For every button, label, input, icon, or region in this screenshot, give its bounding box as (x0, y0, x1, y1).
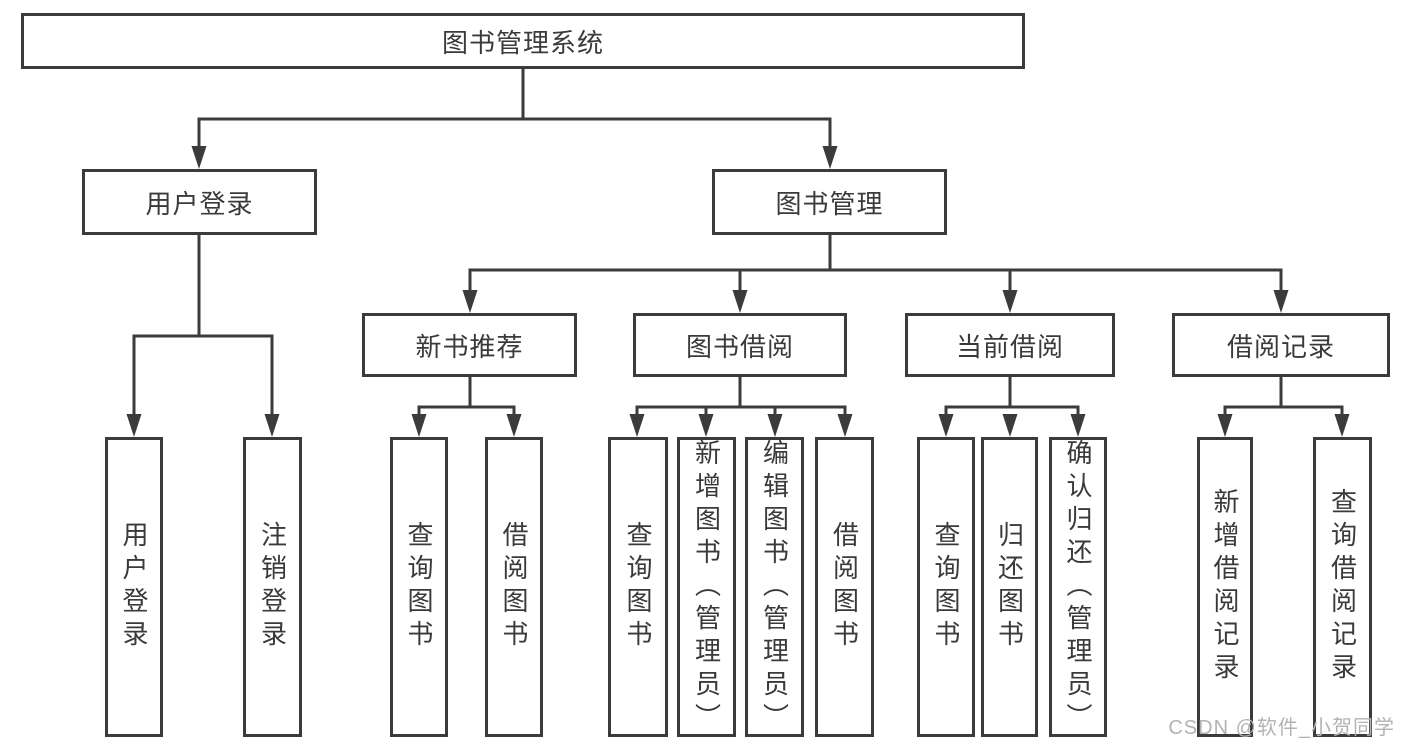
node-user-login-label: 用户登录 (145, 188, 254, 219)
node-borrow-records: 借阅记录 (1172, 313, 1390, 377)
leaf-logout: 注销登录 (243, 437, 302, 737)
connector-newbooks-to-leaves (417, 377, 516, 418)
leaf-nb-query-label: 查询图书 (404, 521, 434, 653)
node-user-login: 用户登录 (82, 169, 317, 235)
node-borrow-records-label: 借阅记录 (1226, 331, 1335, 362)
node-root: 图书管理系统 (21, 13, 1025, 69)
leaf-bb-edit-label: 编辑图书（管理员） (759, 438, 790, 736)
leaf-nb-borrow: 借阅图书 (485, 437, 543, 737)
leaf-bb-query-label: 查询图书 (623, 521, 653, 653)
leaf-bb-borrow-label: 借阅图书 (829, 521, 860, 653)
leaf-cb-confirm: 确认归还（管理员） (1049, 437, 1107, 737)
connector-bookborrow-to-leaves (635, 377, 847, 418)
leaf-bb-query: 查询图书 (608, 437, 668, 737)
node-new-books: 新书推荐 (362, 313, 577, 377)
node-book-borrow: 图书借阅 (633, 313, 847, 377)
leaf-br-add: 新增借阅记录 (1197, 437, 1253, 737)
leaf-bb-edit: 编辑图书（管理员） (745, 437, 804, 737)
leaf-bb-add: 新增图书（管理员） (677, 437, 736, 737)
leaf-br-query-label: 查询借阅记录 (1327, 488, 1358, 686)
node-book-borrow-label: 图书借阅 (685, 331, 794, 362)
node-current-borrow-label: 当前借阅 (955, 331, 1064, 362)
leaf-nb-borrow-label: 借阅图书 (499, 521, 529, 653)
connector-bookmgmt-to-level3 (468, 233, 1283, 294)
node-book-mgmt: 图书管理 (712, 169, 947, 235)
node-root-label: 图书管理系统 (441, 27, 604, 58)
leaf-cb-confirm-label: 确认归还（管理员） (1063, 438, 1093, 736)
leaf-cb-query: 查询图书 (917, 437, 975, 737)
leaf-bb-add-label: 新增图书（管理员） (691, 438, 722, 736)
leaf-br-add-label: 新增借阅记录 (1210, 488, 1240, 686)
connector-records-to-leaves (1223, 377, 1344, 418)
csdn-watermark: CSDN @软件_小贺同学 (1168, 717, 1395, 739)
node-current-borrow: 当前借阅 (905, 313, 1115, 377)
leaf-user-login: 用户登录 (105, 437, 163, 737)
leaf-bb-borrow: 借阅图书 (815, 437, 874, 737)
leaf-cb-query-label: 查询图书 (931, 521, 961, 653)
leaf-cb-return-label: 归还图书 (994, 521, 1025, 653)
leaf-cb-return: 归还图书 (981, 437, 1038, 737)
node-book-mgmt-label: 图书管理 (775, 188, 884, 219)
connector-root-to-level2 (197, 69, 832, 150)
leaf-nb-query: 查询图书 (390, 437, 448, 737)
arrowheads (126, 146, 1350, 437)
connector-userlogin-to-leaves (132, 235, 274, 418)
leaf-logout-label: 注销登录 (257, 521, 288, 653)
leaf-user-login-label: 用户登录 (119, 521, 149, 653)
leaf-br-query: 查询借阅记录 (1313, 437, 1372, 737)
connector-currentborrow-to-leaves (944, 377, 1080, 418)
node-new-books-label: 新书推荐 (415, 331, 524, 362)
